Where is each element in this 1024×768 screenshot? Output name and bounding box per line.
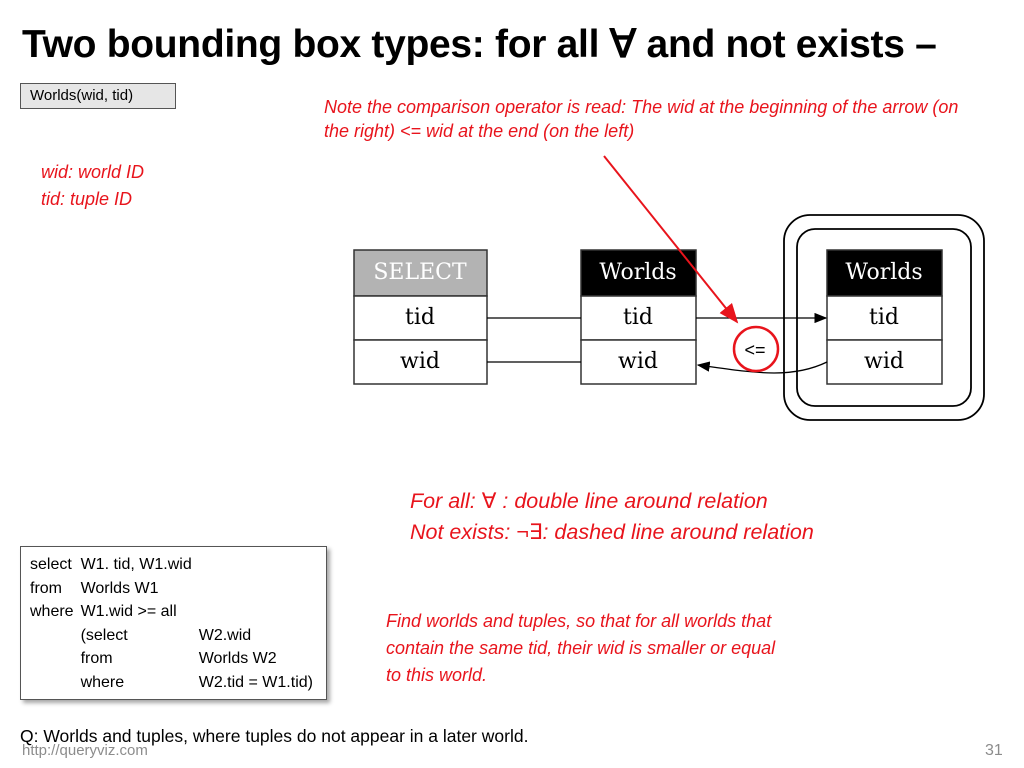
select-box: SELECT tid wid xyxy=(353,249,488,385)
edge-wid-comparison-arrow xyxy=(696,361,828,374)
sql-token: where xyxy=(30,603,74,620)
definition-wid: wid: world ID xyxy=(41,162,145,182)
sql-token: select xyxy=(30,556,72,573)
sql-line: (select W2.wid xyxy=(30,624,320,648)
slide-title: Two bounding box types: for all ∀ and no… xyxy=(22,23,937,66)
worlds-2-row-wid: wid xyxy=(864,349,904,374)
worlds-2-row-tid: tid xyxy=(869,305,899,330)
note-pointer-arrow xyxy=(603,155,739,324)
select-header: SELECT xyxy=(373,260,467,285)
sql-token: W1. tid, W1.wid xyxy=(80,556,192,573)
sql-token xyxy=(30,647,81,671)
sql-token: from xyxy=(80,650,113,667)
sql-token xyxy=(30,624,81,648)
boundary-legend: For all: ∀ : double line around relation… xyxy=(410,486,814,548)
sql-line: select W1. tid, W1.wid xyxy=(30,553,320,577)
definition-tid: tid: tuple ID xyxy=(41,189,133,209)
worlds-1-header: Worlds xyxy=(599,260,676,285)
select-row-tid: tid xyxy=(405,305,435,330)
sql-line: from Worlds W1 xyxy=(30,577,320,601)
sql-token xyxy=(199,600,320,624)
sql-token xyxy=(30,671,81,695)
sql-token: W2.wid xyxy=(198,626,252,644)
question-text: Q: Worlds and tuples, where tuples do no… xyxy=(20,726,529,746)
sql-line: from Worlds W2 xyxy=(30,647,320,671)
sql-token: (select xyxy=(80,626,128,644)
worlds-2-header: Worlds xyxy=(845,260,922,285)
worlds-1-row-tid: tid xyxy=(623,305,653,330)
sql-token: Worlds W1 xyxy=(80,579,159,597)
definitions: wid: world ID tid: tuple ID xyxy=(41,159,144,213)
footer-url: http://queryviz.com xyxy=(22,742,148,759)
select-row-wid: wid xyxy=(400,349,440,374)
sql-token: W1.wid >= all xyxy=(80,603,177,620)
page-number: 31 xyxy=(985,742,1003,759)
notexists-symbol: ¬∃ xyxy=(516,520,543,544)
sql-token: W2.tid = W1.tid) xyxy=(198,673,313,691)
legend-notexists: Not exists: ¬∃: dashed line around relat… xyxy=(410,520,814,544)
schema-label: Worlds(wid, tid) xyxy=(20,83,176,109)
worlds-box-2: Worlds tid wid xyxy=(826,249,943,385)
sql-line: where W1.wid >= all xyxy=(30,600,320,624)
sql-token: from xyxy=(30,579,62,597)
worlds-box-1: Worlds tid wid xyxy=(580,249,697,385)
sql-token: where xyxy=(80,673,125,691)
forall-symbol: ∀ xyxy=(481,489,497,513)
sql-line: where W2.tid = W1.tid) xyxy=(30,671,320,695)
query-explanation: Find worlds and tuples, so that for all … xyxy=(386,611,776,685)
comparison-note: Note the comparison operator is read: Th… xyxy=(324,97,959,141)
sql-token xyxy=(199,577,320,601)
operator-highlight-circle xyxy=(732,325,780,373)
operator-label: <= xyxy=(744,340,765,360)
sql-token xyxy=(199,553,320,577)
legend-forall: For all: ∀ : double line around relation xyxy=(410,489,768,513)
worlds-1-row-wid: wid xyxy=(618,349,658,374)
sql-token: Worlds W2 xyxy=(198,650,277,667)
